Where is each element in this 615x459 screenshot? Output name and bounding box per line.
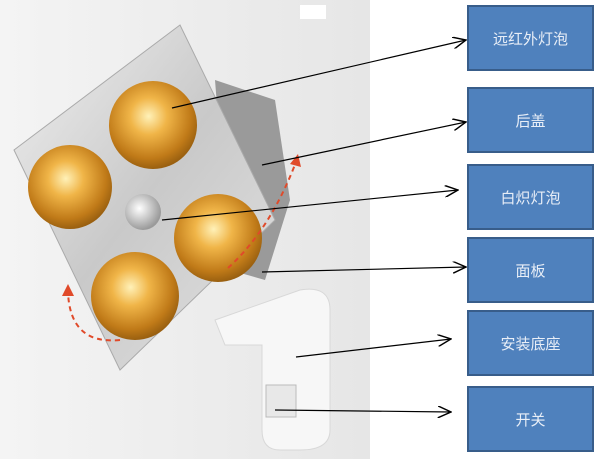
- label-mounting-base: 安装底座: [467, 310, 594, 376]
- label-switch: 开关: [467, 386, 594, 452]
- label-panel: 面板: [467, 237, 594, 303]
- label-back-cover: 后盖: [467, 87, 594, 153]
- rotation-arrow-icon: [227, 161, 297, 269]
- switch-panel: [265, 384, 297, 418]
- infrared-bulb: [174, 194, 262, 282]
- incandescent-bulb: [125, 194, 161, 230]
- rotation-arrow-icon: [67, 291, 121, 342]
- label-incandescent-bulb: 白炽灯泡: [467, 164, 594, 230]
- ceiling-mount: [300, 5, 326, 19]
- infrared-bulb: [109, 81, 197, 169]
- infrared-bulb: [91, 252, 179, 340]
- infrared-bulb: [28, 145, 112, 229]
- label-infrared-bulb: 远红外灯泡: [467, 5, 594, 71]
